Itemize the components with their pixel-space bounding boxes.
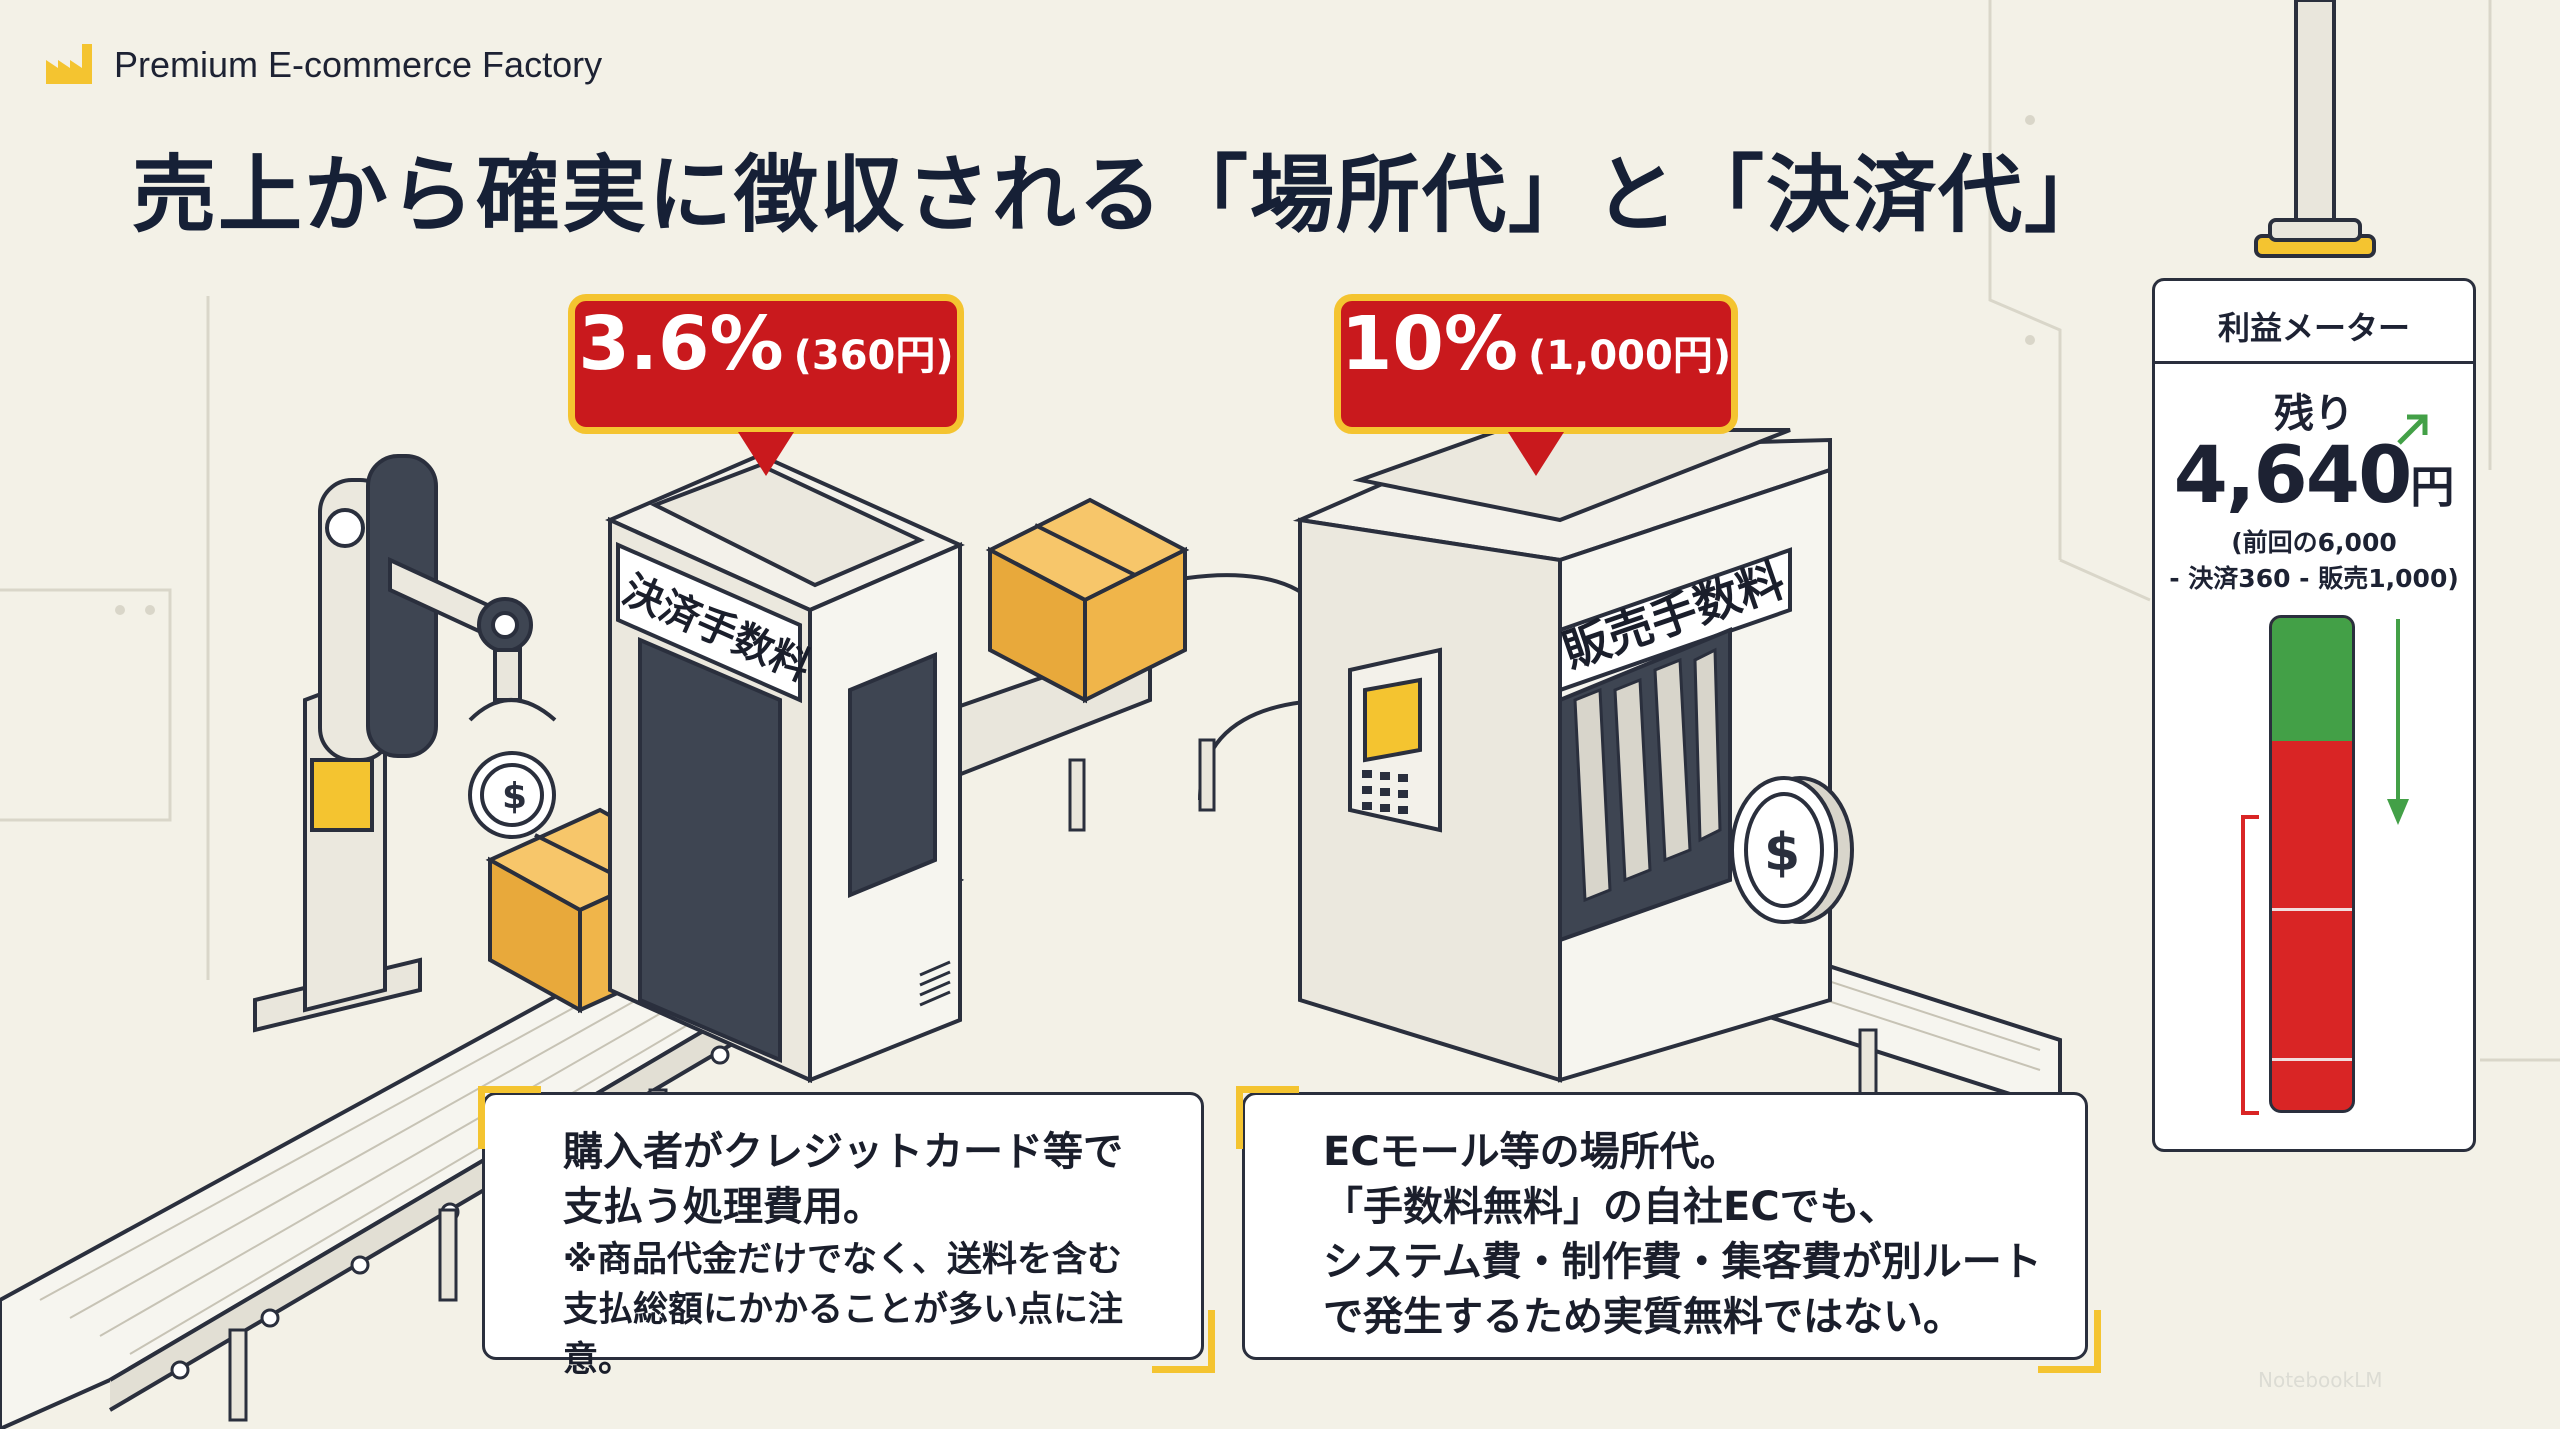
brand-bar: Premium E-commerce Factory <box>44 40 602 90</box>
sales-note-line: 「手数料無料」の自社ECでも、 <box>1323 1184 1899 1230</box>
sales-fee-percent: 10% <box>1340 301 1519 387</box>
meter-remaining-value: 4,640円 <box>2155 431 2473 521</box>
meter-breakdown: - 決済360 - 販売1,000) <box>2169 564 2459 593</box>
svg-text:$: $ <box>502 776 527 817</box>
watermark: NotebookLM <box>2258 1368 2383 1392</box>
payment-note-caution: ※商品代金だけでなく、送料を含む <box>563 1240 1123 1280</box>
meter-remaining-label: 残り <box>2274 391 2354 437</box>
meter-divider <box>2155 361 2473 364</box>
payment-callout-pointer <box>738 432 794 476</box>
profit-bar <box>2269 615 2355 1113</box>
factory-icon <box>44 40 96 90</box>
payment-note-line: 購入者がクレジットカード等で <box>563 1129 1123 1175</box>
brand-name: Premium E-commerce Factory <box>114 44 603 85</box>
card-corner-accent <box>1236 1086 1299 1149</box>
payment-fee-percent: 3.6% <box>578 301 784 387</box>
sales-note-line: ECモール等の場所代。 <box>1323 1129 1740 1175</box>
payment-note-line: 支払う処理費用。 <box>563 1184 883 1230</box>
meter-value-unit: 円 <box>2410 462 2455 513</box>
payment-fee-amount: (360円) <box>793 333 954 379</box>
meter-value-number: 4,640 <box>2173 431 2413 521</box>
sales-note-line: システム費・制作費・集客費が別ルート <box>1323 1239 2042 1285</box>
down-arrow-icon <box>2387 619 2409 825</box>
profit-meter: 利益メーター 残り 4,640円 (前回の6,000 - 決済360 - 販売1… <box>2152 278 2476 1152</box>
card-corner-accent <box>1152 1310 1215 1373</box>
profit-bar-remaining <box>2272 618 2352 741</box>
sales-note-line: で発生するため実質無料ではない。 <box>1323 1294 1963 1340</box>
dollar-coin-icon <box>1730 776 1854 924</box>
sales-note-card: ECモール等の場所代。 「手数料無料」の自社ECでも、 システム費・制作費・集客… <box>1242 1092 2088 1360</box>
card-corner-accent <box>478 1086 541 1149</box>
sales-fee-callout: 10% (1,000円) <box>1334 294 1738 434</box>
bar-segment-line <box>2272 908 2352 911</box>
sales-callout-pointer <box>1508 432 1564 476</box>
sales-fee-amount: (1,000円) <box>1528 333 1732 379</box>
payment-note-caution: 支払総額にかかることが多い点に注意。 <box>563 1290 1124 1380</box>
card-corner-accent <box>2038 1310 2101 1373</box>
payment-fee-callout: 3.6% (360円) <box>568 294 964 434</box>
up-arrow-icon <box>2397 414 2428 445</box>
meter-title: 利益メーター <box>2217 309 2410 347</box>
deduction-bracket <box>2241 815 2259 1115</box>
svg-text:$: $ <box>1764 823 1800 883</box>
page-title: 売上から確実に徴収される「場所代」と「決済代」 <box>132 146 2111 244</box>
bar-segment-line <box>2272 1058 2352 1061</box>
payment-note-card: 購入者がクレジットカード等で 支払う処理費用。 ※商品代金だけでなく、送料を含む… <box>482 1092 1204 1380</box>
meter-breakdown: (前回の6,000 <box>2231 528 2397 557</box>
